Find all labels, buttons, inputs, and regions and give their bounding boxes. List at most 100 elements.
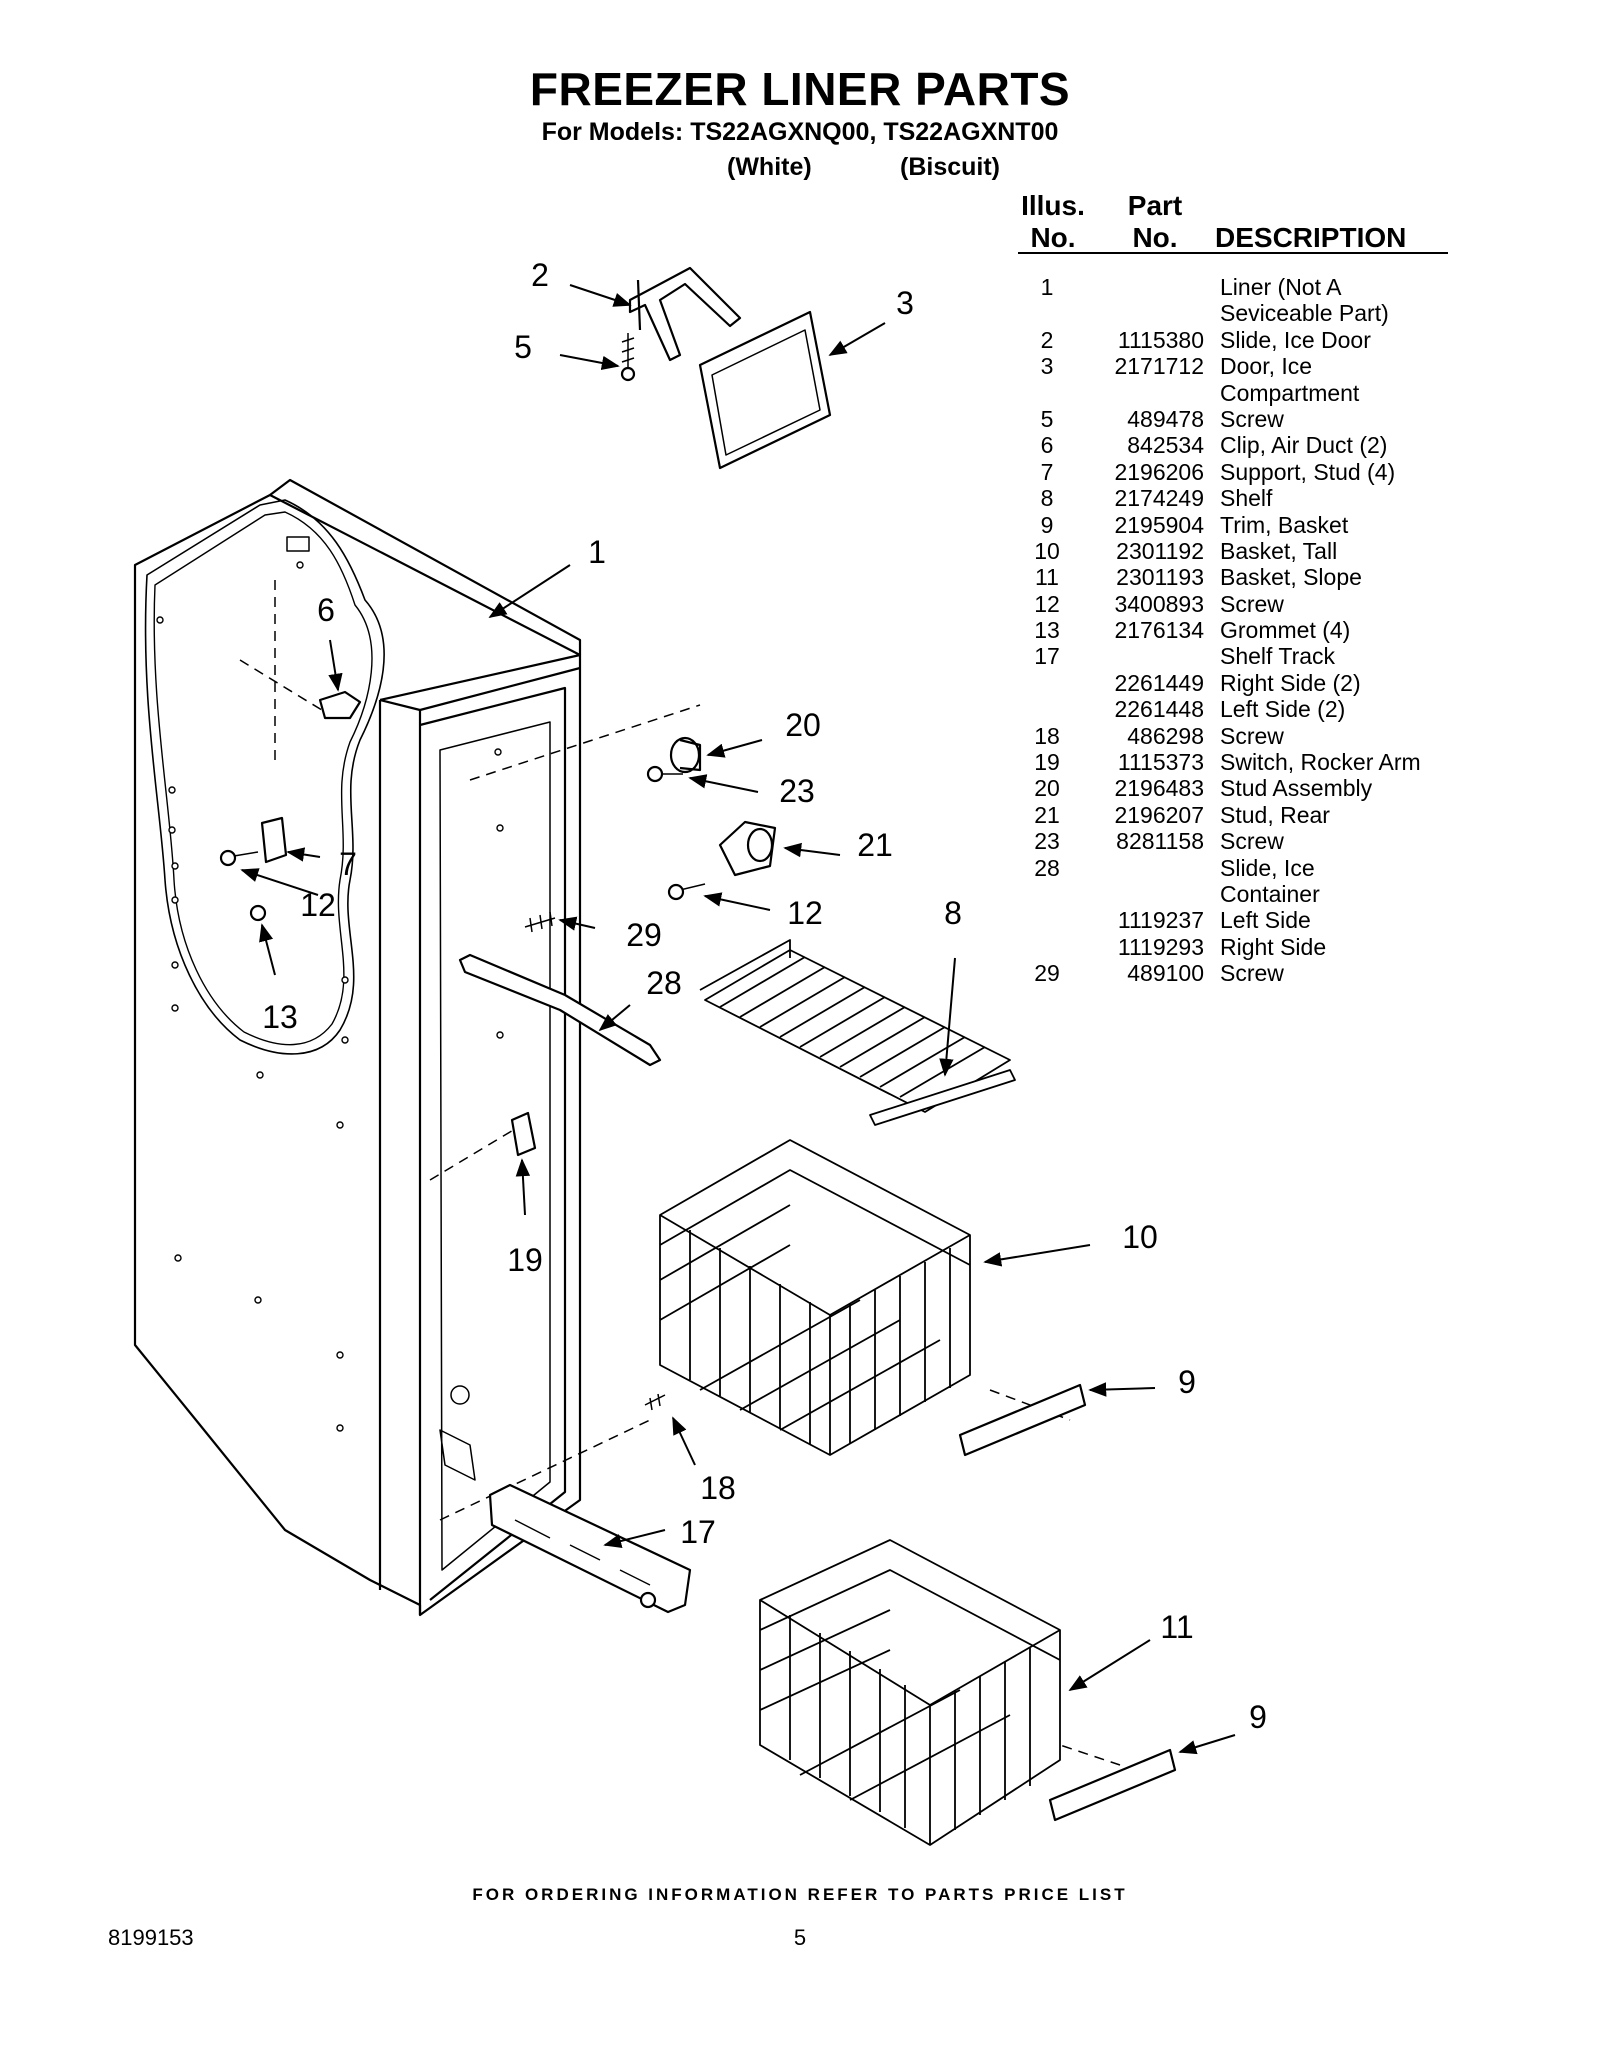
part-illus-number: 21	[1034, 801, 1060, 828]
part-description: Grommet (4)	[1220, 617, 1351, 644]
part-number: 2301193	[1116, 564, 1204, 591]
part-illus-number: 19	[1034, 749, 1060, 776]
freezer-liner	[133, 478, 582, 1617]
col-illus-line2: No.	[1030, 222, 1076, 253]
part-illus-number: 11	[1035, 564, 1059, 591]
col-part-line2: No.	[1132, 222, 1178, 253]
rocker-arm-switch	[510, 1111, 537, 1157]
basket-trim-lower	[1048, 1748, 1177, 1822]
callout-18: 18	[700, 1470, 736, 1506]
parts-row: Seviceable Part)	[1030, 300, 1460, 326]
part-illus-number: 20	[1034, 775, 1060, 802]
part-number: 2174249	[1114, 485, 1204, 512]
part-description: Seviceable Part)	[1220, 300, 1389, 327]
part-illus-number: 29	[1034, 960, 1060, 987]
part-illus-number: 1	[1040, 274, 1054, 300]
parts-row: 2 1115380 Slide, Ice Door	[1030, 327, 1460, 353]
callout-13: 13	[262, 999, 298, 1035]
part-number: 2196207	[1114, 801, 1204, 828]
part-illus-number: 17	[1034, 643, 1060, 670]
part-description: Basket, Slope	[1220, 564, 1362, 591]
part-illus-number: 3	[1040, 353, 1054, 380]
part-description: Right Side	[1220, 933, 1327, 960]
part-number: 2261448	[1114, 696, 1204, 723]
parts-row: 10 2301192 Basket, Tall	[1030, 538, 1460, 564]
col-description-header: DESCRIPTION	[1215, 222, 1407, 253]
part-number: 2261449	[1114, 669, 1204, 696]
screw-23	[646, 765, 683, 783]
part-description: Screw	[1220, 722, 1284, 749]
air-duct-clip	[318, 690, 362, 720]
header-divider	[1018, 252, 1448, 254]
part-number: 1119293	[1117, 933, 1204, 960]
parts-row: 8 2174249 Shelf	[1030, 485, 1460, 511]
part-description: Shelf	[1220, 485, 1273, 512]
parts-row: 1119293 Right Side	[1030, 934, 1460, 960]
callout-7: 7	[339, 846, 357, 882]
callout-20: 20	[785, 707, 821, 743]
parts-row: Compartment	[1030, 380, 1460, 406]
part-description: Slide, Ice Door	[1220, 326, 1371, 353]
page-number: 5	[793, 1925, 807, 1950]
part-description: Stud, Rear	[1220, 801, 1330, 828]
part-description: Clip, Air Duct (2)	[1220, 432, 1388, 459]
parts-row: 2261448 Left Side (2)	[1030, 696, 1460, 722]
callout-23: 23	[779, 773, 815, 809]
parts-row: 23 8281158 Screw	[1030, 828, 1460, 854]
part-description: Screw	[1220, 590, 1284, 617]
callout-29: 29	[626, 917, 662, 953]
part-description: Left Side (2)	[1220, 696, 1346, 723]
part-description: Screw	[1220, 960, 1284, 987]
part-description: Compartment	[1220, 379, 1360, 406]
part-illus-number: 12	[1034, 590, 1060, 617]
callout-9-upper: 9	[1178, 1364, 1196, 1400]
part-illus-number: 10	[1034, 537, 1060, 564]
part-description: Screw	[1220, 405, 1284, 432]
part-description: Basket, Tall	[1220, 537, 1338, 564]
ice-door-slide	[628, 266, 742, 362]
rear-stud	[718, 820, 777, 877]
part-illus-number: 23	[1034, 828, 1060, 855]
part-number: 2196206	[1114, 458, 1204, 485]
part-number: 2171712	[1114, 353, 1204, 380]
part-number: 1115380	[1117, 326, 1204, 353]
callout-19: 19	[507, 1242, 543, 1278]
parts-row: 21 2196207 Stud, Rear	[1030, 802, 1460, 828]
variant-biscuit: (Biscuit)	[900, 153, 1000, 181]
stud-assembly	[669, 736, 702, 774]
basket-trim-upper	[958, 1383, 1087, 1457]
col-part-header: Part No.	[1115, 190, 1195, 254]
part-description: Screw	[1220, 828, 1284, 855]
callout-21: 21	[857, 827, 893, 863]
slope-basket	[759, 1539, 1061, 1846]
part-illus-number: 13	[1034, 617, 1060, 644]
part-illus-number: 7	[1040, 458, 1054, 485]
callout-5: 5	[514, 329, 532, 365]
ice-container-slide	[458, 953, 662, 1067]
part-description: Liner (Not A	[1220, 274, 1342, 300]
callout-8: 8	[944, 895, 962, 931]
callout-17: 17	[680, 1514, 716, 1550]
screw-29	[524, 911, 556, 933]
part-number: 842534	[1127, 432, 1204, 459]
screw-5	[620, 333, 636, 382]
screw-18	[644, 1393, 666, 1411]
part-description: Container	[1220, 880, 1320, 907]
part-number: 8281158	[1116, 828, 1204, 855]
part-illus-number: 2	[1040, 326, 1054, 353]
callout-11: 11	[1160, 1609, 1194, 1645]
part-illus-number: 8	[1040, 485, 1054, 512]
part-number: 2301192	[1116, 537, 1204, 564]
callout-12-left: 12	[300, 887, 336, 923]
